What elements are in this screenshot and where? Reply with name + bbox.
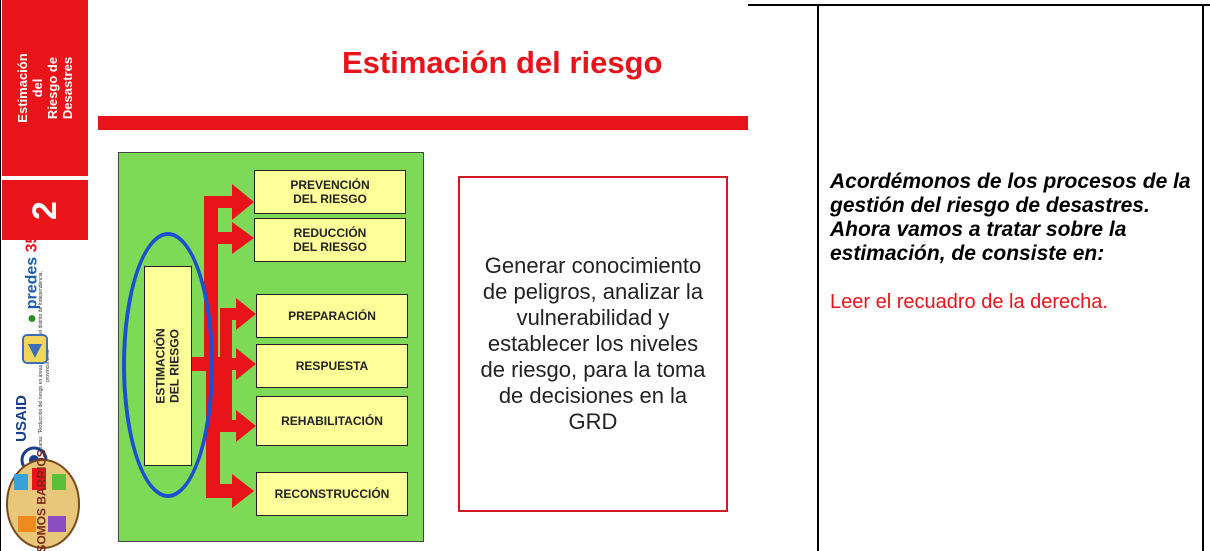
title-underline-bar	[98, 116, 748, 130]
notes-cell: Acordémonos de los procesos de la gestió…	[830, 170, 1200, 314]
side-number-block: 2	[2, 180, 88, 240]
slide-title: Estimación del riesgo	[342, 45, 663, 80]
speaker-note: Acordémonos de los procesos de la gestió…	[830, 170, 1191, 265]
process-box-reconstruccion: RECONSTRUCCIÓN	[256, 472, 408, 516]
process-box-prevencion: PREVENCIÓN DEL RIESGO	[254, 170, 406, 214]
process-label: PREVENCIÓN DEL RIESGO	[290, 178, 370, 206]
side-divider	[2, 176, 88, 180]
process-label: REDUCCIÓN DEL RIESGO	[293, 226, 367, 254]
sponsor-logos: ● predes 35 Programa: "Reducción del rie…	[2, 235, 88, 551]
somos-barrios-logo-icon	[6, 459, 80, 549]
highlight-ellipse	[122, 232, 214, 498]
side-title-block: Estimación del Riesgo de Desastres	[2, 0, 88, 176]
process-box-preparacion: PREPARACIÓN	[256, 294, 408, 338]
table-column-divider	[817, 4, 819, 551]
slide-image: Estimación del Riesgo de Desastres 2 ● p…	[2, 0, 748, 551]
process-label: REHABILITACIÓN	[281, 414, 383, 428]
process-box-rehabilitacion: REHABILITACIÓN	[256, 396, 408, 446]
definition-box: Generar conocimiento de peligros, analiz…	[458, 176, 728, 512]
definition-text: Generar conocimiento de peligros, analiz…	[480, 253, 706, 434]
process-label: PREPARACIÓN	[288, 309, 376, 323]
process-label: RESPUESTA	[295, 359, 369, 373]
process-label: RECONSTRUCCIÓN	[274, 487, 390, 501]
process-box-respuesta: RESPUESTA	[256, 344, 408, 388]
table-left-border	[0, 0, 1, 551]
process-box-reduccion: REDUCCIÓN DEL RIESGO	[254, 218, 406, 262]
table-right-border	[1202, 4, 1204, 551]
municipal-seal-icon	[22, 334, 48, 364]
reading-instruction: Leer el recuadro de la derecha.	[830, 291, 1108, 313]
table-top-border	[746, 4, 1210, 6]
slide-side-band: Estimación del Riesgo de Desastres 2 ● p…	[2, 0, 88, 551]
